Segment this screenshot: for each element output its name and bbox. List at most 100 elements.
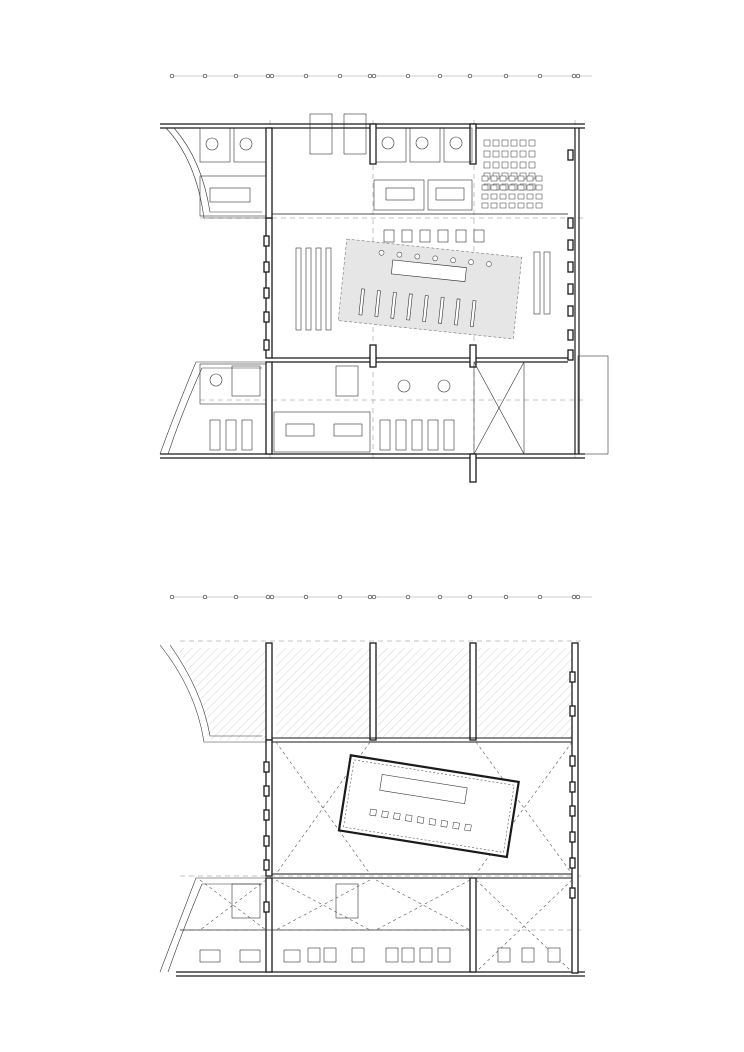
stair-shaft-upper [469, 355, 609, 483]
seat [492, 150, 500, 158]
seat [510, 139, 518, 147]
outer-walls-lower [159, 642, 585, 977]
chair [369, 808, 377, 817]
booth [225, 419, 237, 451]
seat [481, 175, 489, 182]
grid-marker [269, 594, 275, 600]
desk [473, 229, 485, 243]
atrium-table [469, 300, 477, 328]
booth [411, 419, 423, 451]
chair [393, 812, 401, 820]
seat [483, 139, 491, 147]
desk-row [533, 251, 541, 315]
grid-marker [169, 594, 175, 600]
seat [481, 184, 489, 191]
column [567, 283, 574, 295]
chair [378, 249, 385, 256]
chair [464, 823, 472, 832]
grid-marker [437, 594, 443, 600]
seat [535, 193, 543, 200]
suspended-room-lower [337, 754, 520, 859]
column [263, 311, 270, 323]
seat [499, 175, 507, 182]
seat [535, 175, 543, 182]
grid-marker [233, 73, 239, 79]
seat [499, 202, 507, 209]
column [567, 239, 574, 251]
desk [437, 229, 449, 243]
seat [535, 184, 543, 191]
atrium-table [406, 293, 413, 321]
chair [404, 814, 413, 822]
chair [440, 820, 448, 828]
desk [383, 229, 395, 243]
column [569, 857, 576, 869]
seat [501, 139, 509, 147]
seat [519, 139, 527, 147]
floor-plan-lower [159, 594, 592, 977]
round-table [437, 379, 451, 393]
grid-marker [337, 73, 343, 79]
floor-plan-upper [159, 73, 609, 483]
desk [455, 229, 467, 243]
column [263, 339, 270, 351]
column [567, 217, 574, 229]
booth [209, 419, 221, 451]
column [263, 835, 270, 847]
grid-marker [575, 594, 581, 600]
column [569, 755, 576, 767]
seat [490, 202, 498, 209]
grid-marker [503, 594, 509, 600]
chair [432, 255, 438, 262]
chair [416, 816, 425, 824]
grid-marker [303, 73, 309, 79]
atrium-table [374, 290, 381, 318]
grid-axis-top [169, 73, 592, 79]
chair [396, 251, 403, 258]
seat [526, 184, 534, 191]
column [263, 235, 270, 247]
grid-marker [202, 594, 208, 600]
grid-axis-bottom [169, 594, 592, 600]
desk [401, 229, 413, 243]
round-table [209, 373, 223, 387]
chair [486, 261, 492, 267]
column [569, 831, 576, 843]
round-table [397, 379, 411, 393]
booth [443, 419, 455, 451]
chair [452, 821, 460, 830]
seat [519, 161, 527, 169]
chair [450, 257, 456, 264]
round-table [415, 136, 429, 150]
grid-marker [265, 73, 271, 79]
round-table [239, 137, 253, 151]
grid-marker [233, 594, 239, 600]
column [567, 329, 574, 341]
seat [499, 184, 507, 191]
seat [528, 150, 536, 158]
seat [526, 202, 534, 209]
desk-row [325, 247, 332, 331]
seat [519, 150, 527, 158]
atrium-table [438, 296, 445, 324]
seat [528, 161, 536, 169]
seat [490, 184, 498, 191]
column [263, 809, 270, 821]
grid-marker [367, 73, 373, 79]
grid-marker [405, 594, 411, 600]
seat [510, 161, 518, 169]
column [569, 781, 576, 793]
seat [481, 202, 489, 209]
seat [483, 150, 491, 158]
desk [401, 947, 415, 963]
grid-marker [371, 594, 377, 600]
desk [521, 947, 535, 963]
booth [241, 419, 253, 451]
seat [481, 193, 489, 200]
seat [517, 184, 525, 191]
seat [517, 202, 525, 209]
round-table [205, 137, 219, 151]
seat [492, 139, 500, 147]
seat [499, 193, 507, 200]
